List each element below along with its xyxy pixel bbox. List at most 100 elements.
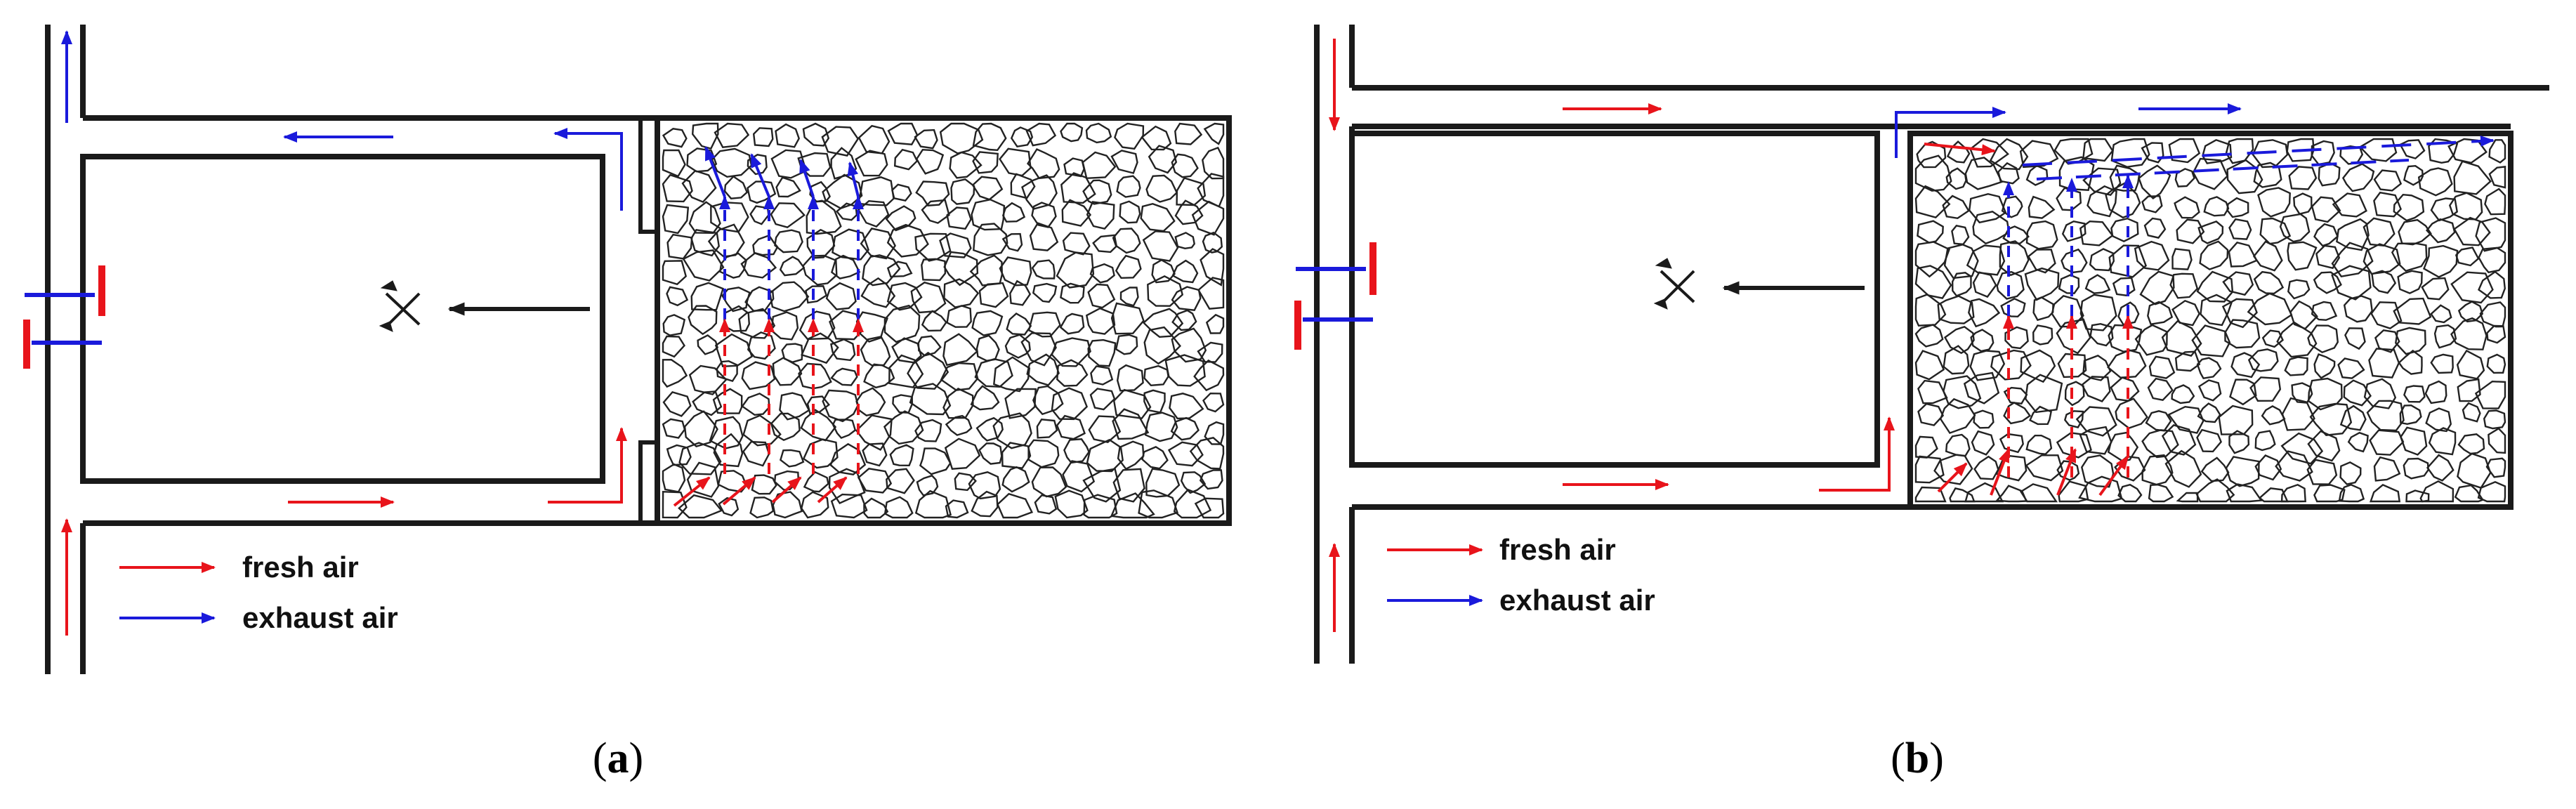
rock-fragment [830,367,858,386]
rock-fragment [1171,259,1199,284]
rock-fragment [2056,460,2080,481]
rock-fragment [1914,435,1938,459]
rock-fragment [2479,301,2506,328]
rock-fragment [688,364,728,395]
rock-fragment [942,388,974,419]
rock-fragment [946,305,972,328]
rock-fragment [1056,359,1089,387]
rock-fragment [1202,231,1223,254]
rock-fragment [1917,379,1948,404]
rock-fragment [2171,248,2193,270]
rock-fragment [662,335,686,358]
rock-fragment [1141,125,1172,151]
rock-fragment [2400,426,2428,456]
rock-fragment [2403,457,2429,480]
rock-fragment [738,308,776,339]
rock-fragment [770,149,808,179]
rock-fragment [1029,222,1059,251]
rock-fragment [2019,140,2059,169]
rock-fragment [2254,454,2282,481]
rock-fragment [1027,311,1061,338]
rock-fragment [2087,185,2117,218]
mining-pick-icon [1653,258,1695,310]
rock-fragment [946,206,972,230]
rock-fragment [1144,412,1178,442]
rock-fragment [2488,139,2506,164]
legend: fresh air exhaust air [119,551,398,634]
rock-fragment [919,447,952,475]
rock-fragment [2020,349,2056,383]
rock-fragment [860,228,897,260]
rock-fragment [775,123,801,148]
rock-fragment [2450,271,2494,304]
rock-fragment [662,463,686,493]
rock-fragment [2024,267,2060,301]
rock-fragment [2079,426,2112,455]
rock-fragment [2343,295,2373,323]
rock-fragment [723,175,749,199]
rock-fragment [1145,174,1178,203]
rock-fragment [2056,432,2092,459]
panel-caption: (a) [593,735,643,782]
rock-fragment [2313,353,2336,379]
rock-fragment [2114,455,2146,482]
rock-fragment [2286,138,2315,162]
rock-fragment [1082,151,1117,180]
rock-fragment [751,474,777,495]
rock-fragment [781,343,803,363]
rock-fragment [2374,329,2400,353]
rock-fragment [2143,217,2167,239]
rock-fragment [662,358,688,388]
rock-fragment [683,410,718,448]
rock-fragment [2288,166,2318,190]
rock-fragment [1110,302,1145,335]
rock-fragment [2477,480,2506,503]
rock-fragment [2287,279,2311,300]
rock-fragment [2419,480,2455,503]
rock-fragment [1141,446,1169,470]
rock-fragment [2167,405,2204,434]
rock-fragment [1174,199,1204,225]
rock-fragment [1034,494,1058,515]
rock-fragment [1996,270,2025,300]
rock-fragment [857,468,893,494]
legend-exhaust-label: exhaust air [1499,584,1655,617]
rock-fragment [2433,324,2457,349]
rock-fragment [2453,160,2492,195]
rock-fragment [1964,482,2004,503]
rock-fragment [2025,220,2058,250]
rock-fragment [686,461,720,498]
rock-fragment [2197,379,2222,402]
rock-fragment [971,198,1006,231]
rock-fragment [828,468,866,505]
rock-fragment [662,149,686,178]
rock-fragment [888,354,924,388]
rock-fragment [1001,232,1023,252]
rock-fragment [1914,350,1945,381]
rock-fragment [770,202,806,229]
rock-fragment [802,122,830,147]
rock-fragment [950,178,975,205]
rock-fragment [2141,195,2163,213]
coal-pillar [1349,131,1880,468]
rock-fragment [1060,172,1096,204]
rock-fragment [1112,228,1141,254]
rock-fragment [768,281,810,313]
rock-fragment [2373,169,2403,192]
rock-fragment [678,442,722,475]
rock-fragment [999,256,1032,287]
rock-fragment [1142,308,1184,338]
rock-fragment [1089,388,1116,411]
rock-fragment [2196,357,2222,380]
rock-fragment [2110,217,2139,243]
rock-fragment [2336,218,2370,251]
rock-fragment [2138,164,2171,199]
rock-fragment [883,304,921,343]
panel-caption: (b) [1891,735,1944,782]
rock-fragment [1059,313,1085,335]
rock-fragment [1202,392,1225,413]
rock-fragment [2457,452,2492,489]
rock-fragment [887,122,919,145]
rock-fragment [860,277,896,308]
rock-fragment [2358,138,2398,162]
